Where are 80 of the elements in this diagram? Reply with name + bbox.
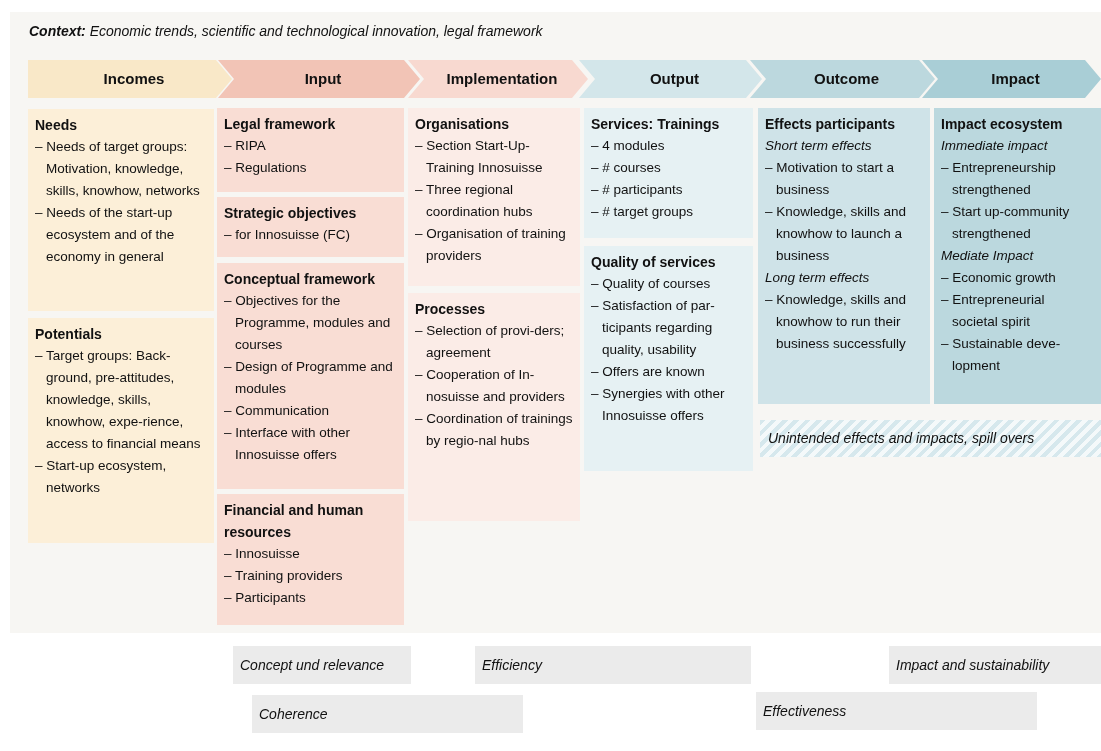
stage-banner (922, 60, 1101, 98)
list-item: – Economic growth (941, 269, 1057, 287)
note-text: Unintended effects and impacts, spill overs (768, 429, 1035, 448)
stage-heading: Impact (990, 68, 1040, 89)
list-item: – Knowledge, skills and knowhow to launch a business (765, 203, 908, 265)
list-item: – Design of Programme and modules (224, 358, 394, 398)
hatched-box (760, 420, 1101, 457)
stage-banner (408, 60, 588, 98)
list-item: – RIPA (224, 137, 267, 155)
list-item: – # courses (591, 159, 662, 177)
list-item: – Target groups: Back-ground, pre-attitudes, knowledge, skills, knowhow, expe-rience, access to financial means (35, 347, 202, 453)
list-item: – Start up-community strengthened (941, 203, 1071, 243)
list-item: – Synergies with other Innosuisse offers (591, 385, 726, 425)
content-box (217, 494, 404, 625)
box-heading: Quality of services (591, 253, 717, 272)
box-heading: Impact ecosystem (941, 115, 1064, 134)
list-item: – Satisfaction of par-ticipants regarding quality, usability (591, 297, 716, 359)
list-item: – Entrepreneurial societal spirit (941, 291, 1046, 331)
list-item: – Start-up ecosystem, networks (35, 457, 168, 497)
list-item: – Section Start-Up-Training Innosuisse (415, 137, 544, 177)
stage-heading: Outcome (813, 68, 879, 89)
box-heading: Services: Trainings (591, 115, 721, 134)
list-item: – # participants (591, 181, 684, 199)
list-item: Immediate impact (941, 137, 1049, 155)
box-heading: Strategic objectives (224, 204, 358, 223)
evaluation-label: Impact and sustainability (896, 655, 1050, 675)
stage-heading: Input (303, 68, 342, 89)
context-note: Context: Economic trends, scientific and technological innovation, legal framework (29, 22, 543, 41)
box-heading: Processes (415, 300, 487, 319)
list-item: – Regulations (224, 159, 308, 177)
stage-banner (28, 60, 232, 98)
stage-heading: Implementation (445, 68, 558, 89)
box-heading: Needs (35, 116, 79, 135)
content-box (758, 108, 930, 404)
list-item: – Objectives for the Programme, modules and courses (224, 292, 392, 354)
list-item: – Quality of courses (591, 275, 712, 293)
evaluation-label: Efficiency (482, 655, 542, 675)
list-item: Short term effects (765, 137, 873, 155)
box-heading: Legal framework (224, 115, 337, 134)
list-item: – Communication (224, 402, 331, 420)
list-item: – Needs of target groups: Motivation, knowledge, skills, knowhow, networks (35, 138, 201, 200)
stage-banner (750, 60, 935, 98)
box-heading: Conceptual framework (224, 270, 376, 289)
stage-banner (579, 60, 762, 98)
list-item: – Cooperation of In-nosuisse and providers (415, 366, 566, 406)
list-item: – Organisation of training providers (415, 225, 567, 265)
list-item: – Participants (224, 589, 307, 607)
evaluation-label: Effectiveness (763, 701, 847, 721)
content-box (217, 197, 404, 257)
list-item: – Entrepreneurship strengthened (941, 159, 1057, 199)
content-box (217, 263, 404, 489)
list-item: – Sustainable deve-lopment (941, 335, 1062, 375)
content-box (28, 318, 214, 543)
context-panel (10, 12, 1101, 633)
stage-heading: Incomes (102, 68, 165, 89)
list-item: – # target groups (591, 203, 695, 221)
content-box (934, 108, 1101, 404)
list-item: – for Innosuisse (FC) (224, 226, 352, 244)
box-heading: Financial and human resources (224, 501, 365, 542)
list-item: – Knowledge, skills and knowhow to run their business successfully (765, 291, 908, 353)
list-item: Long term effects (765, 269, 871, 287)
stage-heading: Output (648, 68, 700, 89)
evaluation-label: Coherence (259, 704, 328, 724)
list-item: – Offers are known (591, 363, 706, 381)
list-item: Mediate Impact (941, 247, 1035, 265)
box-heading: Organisations (415, 115, 511, 134)
box-heading: Effects participants (765, 115, 896, 134)
content-box (217, 108, 404, 192)
list-item: – Interface with other Innosuisse offers (224, 424, 352, 464)
list-item: – Selection of provi-ders; agreement (415, 322, 566, 362)
list-item: – Needs of the start-up ecosystem and of the economy in general (35, 204, 176, 266)
list-item: – Training providers (224, 567, 344, 585)
content-box (28, 109, 214, 311)
evaluation-label: Concept und relevance (240, 655, 384, 675)
list-item: – Three regional coordination hubs (415, 181, 534, 221)
list-item: – Motivation to start a business (765, 159, 896, 199)
list-item: – Coordination of trainings by regio-nal hubs (415, 410, 573, 450)
list-item: – Innosuisse (224, 545, 301, 563)
box-heading: Potentials (35, 325, 103, 344)
list-item: – 4 modules (591, 137, 666, 155)
